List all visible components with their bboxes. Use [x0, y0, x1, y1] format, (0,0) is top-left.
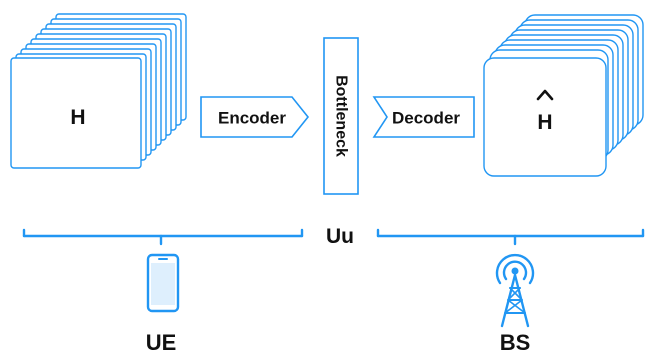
- bottleneck-label: Bottleneck: [333, 75, 350, 157]
- smartphone-icon: [146, 253, 180, 313]
- encoder-block: [200, 96, 310, 138]
- bs-label: BS: [500, 330, 531, 355]
- output-matrix-stack: [483, 14, 644, 177]
- interface-label: Uu: [326, 225, 354, 248]
- decoder-label: Decoder: [392, 109, 460, 128]
- cell-tower-icon: [495, 253, 535, 328]
- bottleneck-block: [323, 37, 359, 195]
- input-matrix-stack: [10, 13, 187, 169]
- hat-accent-icon: [536, 89, 554, 101]
- ue-side-bracket: [22, 228, 304, 246]
- input-matrix-label: H: [70, 106, 85, 129]
- output-matrix-label: H: [537, 111, 552, 134]
- decoder-block: [372, 96, 475, 138]
- encoder-label: Encoder: [218, 109, 286, 128]
- bs-side-bracket: [376, 228, 645, 246]
- ue-label: UE: [146, 330, 177, 355]
